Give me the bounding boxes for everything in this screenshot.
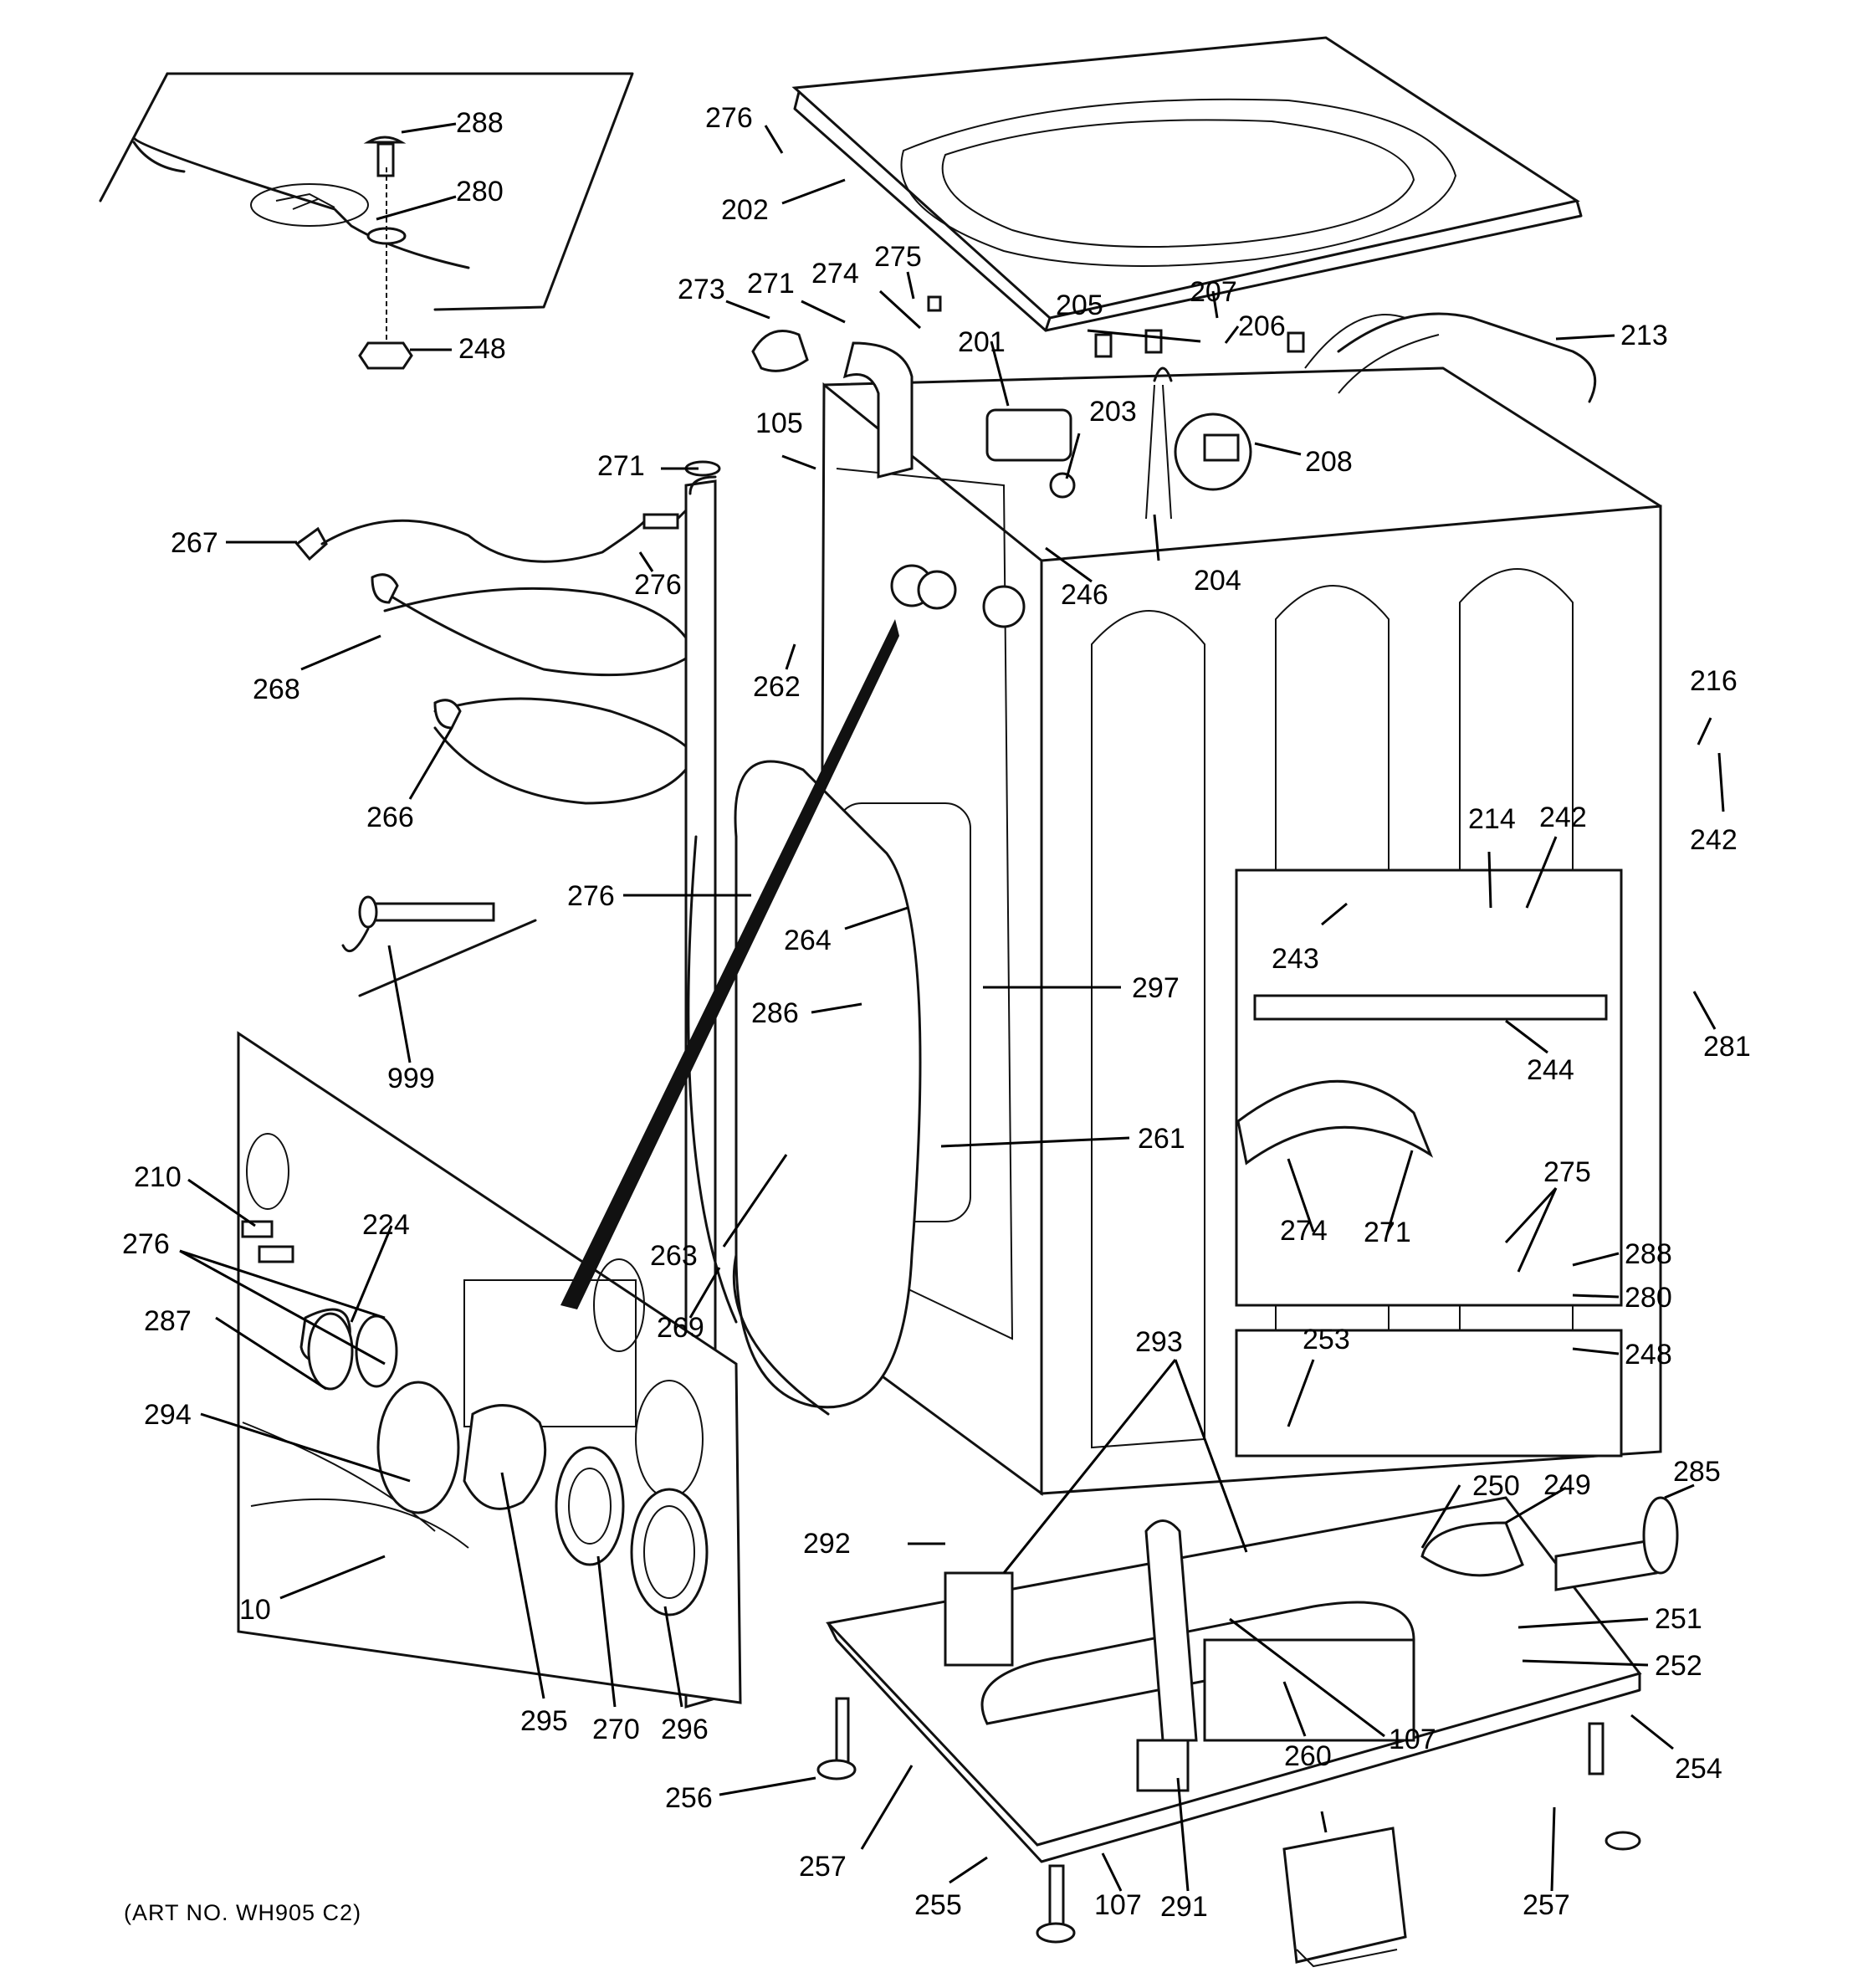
- top-cover: [791, 36, 1583, 332]
- callout-label: 275: [1543, 1156, 1591, 1188]
- top-internals: [751, 295, 1597, 628]
- callout-label: 242: [1539, 802, 1587, 833]
- callout-label: 295: [520, 1705, 568, 1737]
- callout-label: 268: [253, 674, 300, 705]
- callout-label: 256: [665, 1782, 713, 1814]
- callout-label: 224: [362, 1209, 410, 1241]
- callout-label: 253: [1303, 1324, 1350, 1355]
- callout-label: 203: [1089, 396, 1137, 428]
- callout-label: 251: [1655, 1603, 1702, 1635]
- callout-label: 257: [1523, 1889, 1570, 1921]
- callout-label: 288: [1625, 1238, 1672, 1270]
- callout-label: 293: [1135, 1326, 1183, 1358]
- callout-label: 216: [1690, 665, 1738, 697]
- callout-label: 281: [1703, 1031, 1751, 1063]
- art-number: (ART NO. WH905 C2): [124, 1900, 361, 1925]
- callout-label: 276: [634, 569, 682, 601]
- callout-label: 263: [650, 1240, 698, 1272]
- callout-label: 261: [1138, 1123, 1185, 1155]
- callout-label: 297: [1132, 972, 1180, 1004]
- callout-label: 276: [122, 1228, 170, 1260]
- callout-label: 249: [1543, 1469, 1591, 1501]
- callout-label: 266: [366, 802, 414, 833]
- callout-label: 260: [1284, 1740, 1332, 1772]
- callout-label: 208: [1305, 446, 1353, 478]
- callout-label: 287: [144, 1305, 192, 1337]
- callout-label: 204: [1194, 565, 1241, 597]
- callout-label: 205: [1056, 289, 1103, 321]
- callout-label: 262: [753, 671, 801, 703]
- callout-label: 270: [592, 1714, 640, 1745]
- callout-label: 242: [1690, 824, 1738, 856]
- callout-label: 105: [755, 407, 803, 439]
- callout-label: 291: [1160, 1891, 1208, 1923]
- callout-label: 271: [597, 450, 645, 482]
- callout-label: 210: [134, 1161, 182, 1193]
- callout-label: 271: [747, 268, 795, 300]
- callout-label: 285: [1673, 1456, 1721, 1488]
- callout-label: 250: [1472, 1470, 1520, 1502]
- callout-label: 274: [1280, 1215, 1328, 1247]
- callout-label: 276: [705, 102, 753, 134]
- inset-detail: [99, 72, 634, 370]
- callout-label: 280: [1625, 1282, 1672, 1314]
- callout-label: 107: [1094, 1889, 1142, 1921]
- base-assembly: [816, 1496, 1679, 1968]
- callout-label: 248: [458, 333, 506, 365]
- callout-label: 243: [1272, 943, 1319, 975]
- callout-label: 213: [1620, 320, 1668, 351]
- callout-label: 107: [1389, 1724, 1436, 1755]
- callout-label: 273: [678, 274, 725, 305]
- callout-label: 275: [874, 241, 922, 273]
- callout-label: 267: [171, 527, 218, 559]
- callout-label: 296: [661, 1714, 709, 1745]
- leader-lines: [179, 122, 1725, 1892]
- cabinet: [734, 366, 1662, 1496]
- callout-label: 206: [1238, 310, 1286, 342]
- callout-label: 201: [958, 326, 1006, 358]
- front-panel: [237, 619, 899, 1704]
- callout-label: 207: [1190, 276, 1237, 308]
- callout-label: 280: [456, 176, 504, 208]
- callout-label: 292: [803, 1528, 851, 1560]
- callout-label: 202: [721, 194, 769, 226]
- callout-label: 214: [1468, 803, 1516, 835]
- callout-label: 269: [657, 1312, 704, 1344]
- callout-label: 276: [567, 880, 615, 912]
- bolt-999: [341, 895, 495, 953]
- callout-label: 999: [387, 1063, 435, 1094]
- callout-label: 248: [1625, 1339, 1672, 1371]
- callout-label: 271: [1364, 1217, 1411, 1248]
- callout-label: 257: [799, 1851, 847, 1883]
- callout-label: 254: [1675, 1753, 1722, 1785]
- callout-label: 244: [1527, 1054, 1574, 1086]
- callout-label: 288: [456, 107, 504, 139]
- callout-label: 255: [914, 1889, 962, 1921]
- callout-label: 274: [811, 258, 859, 289]
- callout-labels: 288 280 248 276 202 273 271 274 275 207 …: [122, 102, 1751, 1923]
- callout-label: 264: [784, 925, 832, 956]
- callout-label: 286: [751, 997, 799, 1029]
- callout-label: 252: [1655, 1650, 1702, 1682]
- callout-label: 294: [144, 1399, 192, 1431]
- callout-label: 10: [239, 1594, 271, 1626]
- callout-label: 246: [1061, 579, 1108, 611]
